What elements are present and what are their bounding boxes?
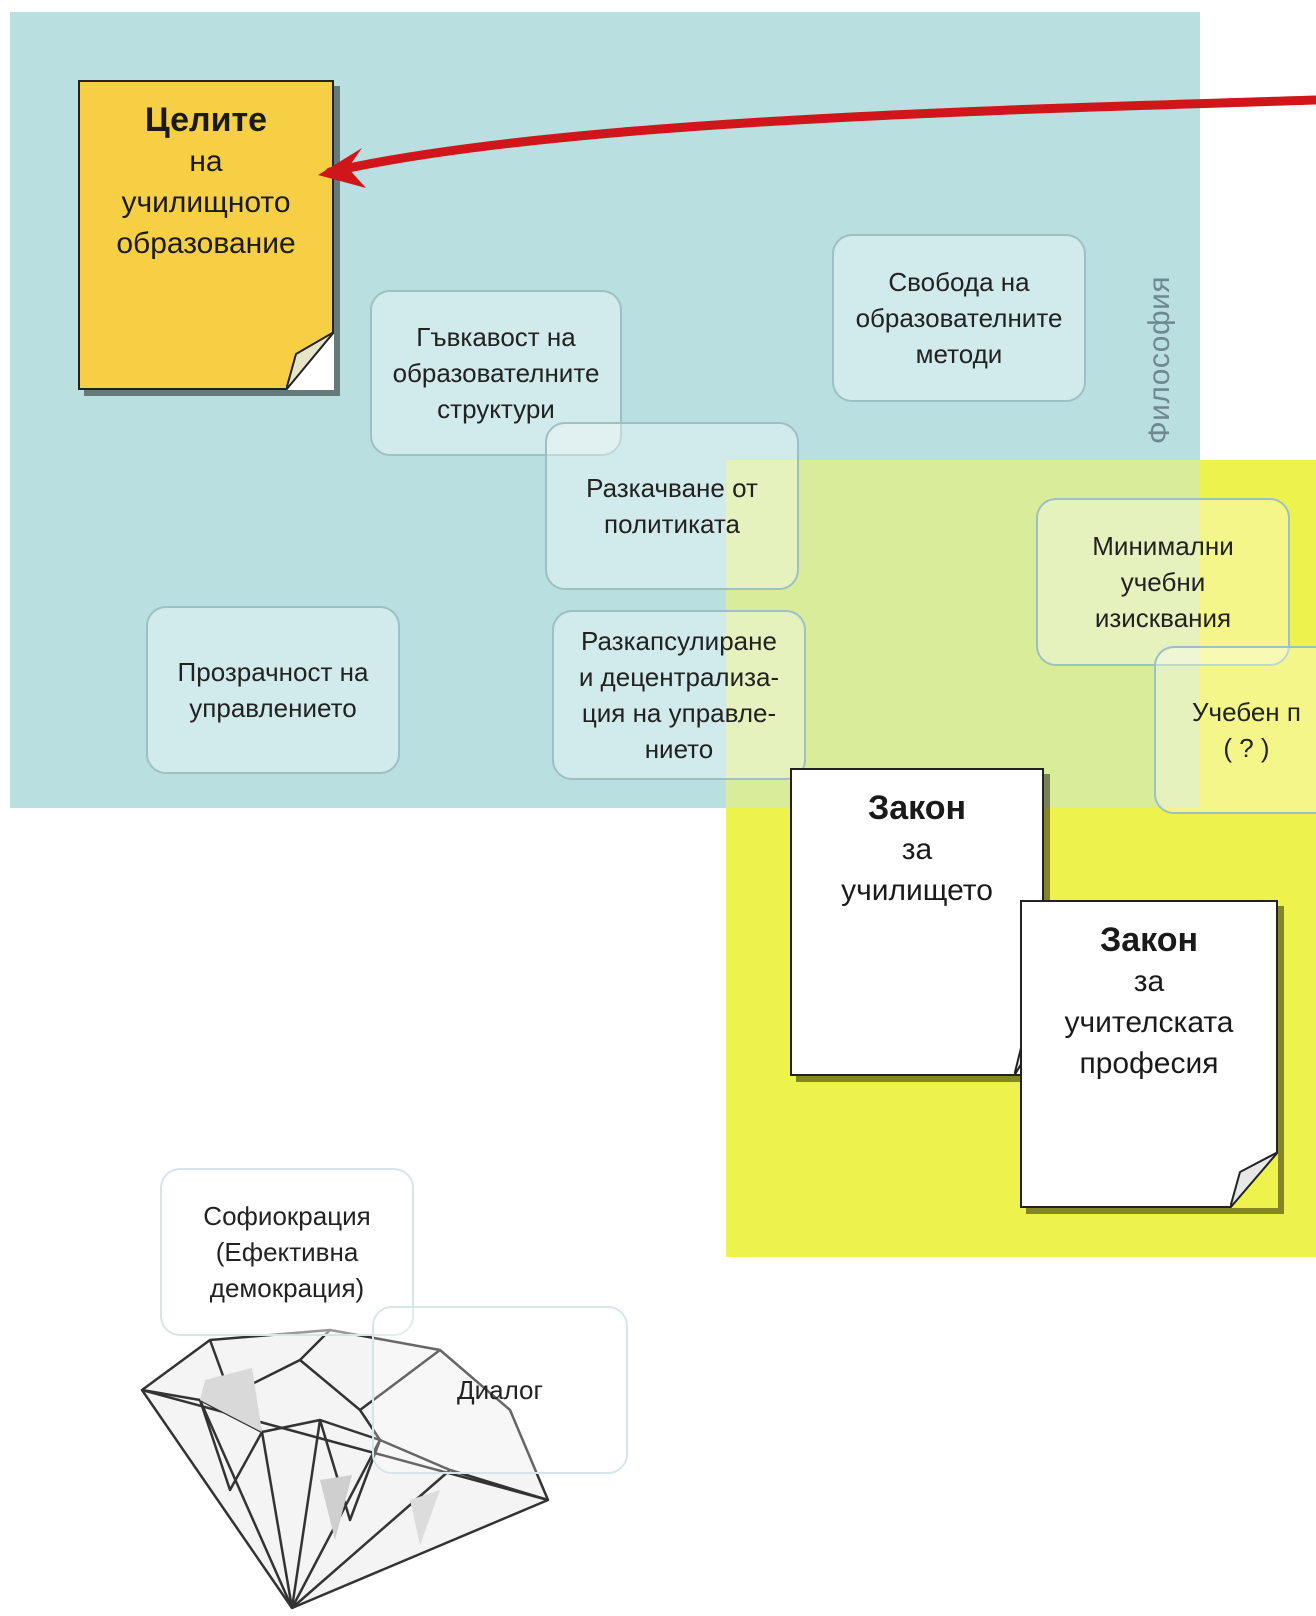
goals-note: Целите на училищното образование (78, 80, 334, 390)
minimal-requirements-text: Минимални учебни изисквания (1092, 531, 1234, 633)
transparency-box: Прозрачност на управлението (146, 606, 400, 774)
goals-note-line: образование (116, 227, 296, 260)
arrow-icon (318, 95, 1316, 188)
school-law-title: Закон (867, 789, 967, 827)
teacher-law-title: Закон (1099, 921, 1199, 959)
dialog-text: Диалог (457, 1375, 543, 1405)
teacher-law-line: учителската (1064, 1006, 1234, 1039)
decentralization-text: Разкапсулиране и децентрализа- ция на уп… (578, 626, 780, 764)
politics-box: Разкачване от политиката (545, 422, 799, 590)
transparency-text: Прозрачност на управлението (177, 657, 369, 723)
school-law-note: Закон за училището (790, 768, 1044, 1076)
goals-note-title: Целите (144, 101, 268, 139)
decentralization-box: Разкапсулиране и децентрализа- ция на уп… (552, 610, 806, 780)
curriculum-box: Учебен п ( ? ) (1154, 646, 1316, 814)
freedom-box: Свобода на образователните методи (832, 234, 1086, 402)
minimal-requirements-box: Минимални учебни изисквания (1036, 498, 1290, 666)
sophiocracy-text: Софиокрация (Ефективна демокрация) (203, 1201, 371, 1303)
teacher-law-line: професия (1079, 1047, 1219, 1080)
page-curl-icon (286, 332, 334, 390)
diamond-icon (140, 1328, 550, 1610)
curriculum-text: Учебен п ( ? ) (1192, 697, 1301, 763)
flexibility-box: Гъвкавост на образователните структури (370, 290, 622, 456)
politics-text: Разкачване от политиката (586, 473, 758, 539)
page-curl-icon (1230, 1152, 1278, 1208)
sophiocracy-box: Софиокрация (Ефективна демокрация) (160, 1168, 414, 1336)
flexibility-text: Гъвкавост на образователните структури (392, 322, 600, 424)
goals-note-line: на (189, 145, 223, 178)
freedom-text: Свобода на образователните методи (855, 267, 1063, 369)
school-law-line: за (901, 833, 933, 866)
school-law-line: училището (841, 874, 993, 907)
teacher-law-note: Закон за учителската професия (1020, 900, 1278, 1208)
dialog-box: Диалог (372, 1306, 628, 1474)
goals-note-line: училищното (121, 186, 291, 219)
teacher-law-line: за (1133, 965, 1165, 998)
